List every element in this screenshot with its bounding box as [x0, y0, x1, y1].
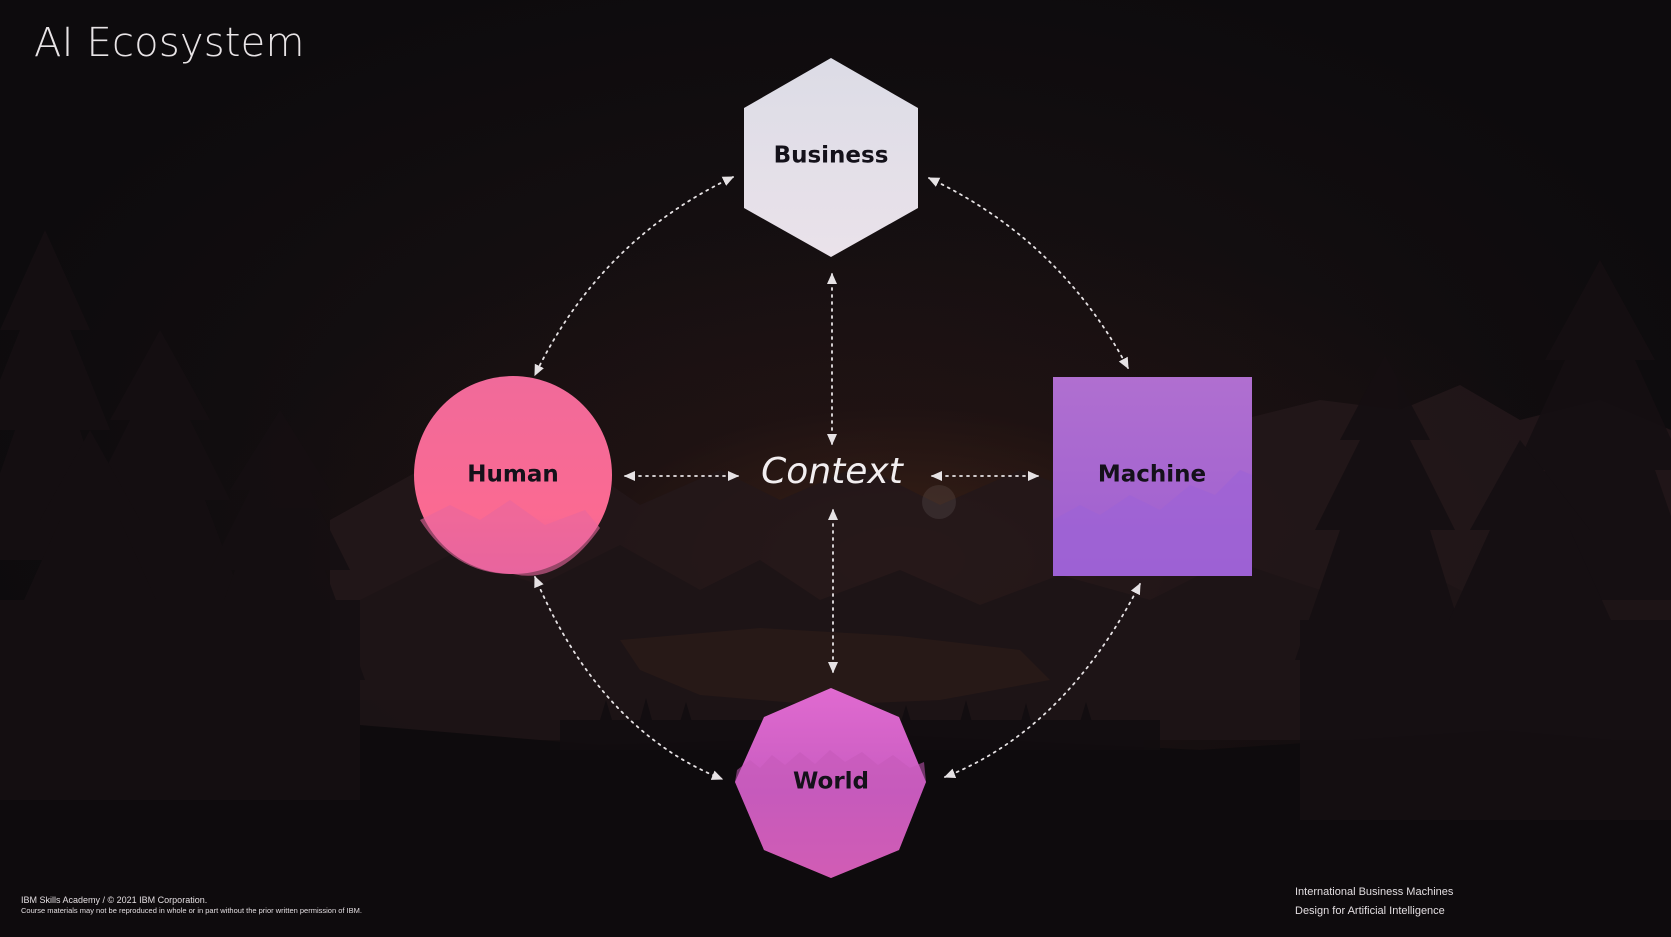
- context-label: Context: [761, 451, 905, 492]
- footer-copyright: IBM Skills Academy / © 2021 IBM Corporat…: [21, 895, 362, 916]
- node-business: Business: [744, 58, 918, 257]
- node-world: World: [735, 688, 926, 878]
- human-label: Human: [467, 462, 558, 488]
- connector-business-human: [534, 176, 735, 377]
- reproduction-notice: Course materials may not be reproduced i…: [21, 906, 362, 915]
- connector-machine-world: [943, 582, 1141, 779]
- course-name: Design for Artificial Intelligence: [1295, 905, 1445, 917]
- world-treeline-overlay: [735, 750, 926, 878]
- business-hexagon: [744, 58, 918, 257]
- node-human: Human: [414, 376, 612, 576]
- left-pine-trees: [0, 230, 365, 800]
- machine-mountain-overlay: [1053, 470, 1252, 576]
- machine-label: Machine: [1098, 462, 1206, 488]
- connector-human-world: [534, 575, 724, 780]
- footer-course-info: International Business Machines Design f…: [1295, 883, 1453, 921]
- right-pine-trees: [1295, 260, 1671, 820]
- decorative-dot: [922, 485, 956, 519]
- copyright-text: IBM Skills Academy / © 2021 IBM Corporat…: [21, 895, 208, 905]
- company-name: International Business Machines: [1295, 886, 1454, 898]
- node-machine: Machine: [1053, 377, 1252, 576]
- connectors: [534, 176, 1141, 780]
- human-mountain-overlay: [420, 500, 600, 576]
- business-label: Business: [774, 143, 889, 169]
- connector-business-machine: [927, 177, 1129, 370]
- slide-title: AI Ecosystem: [34, 20, 305, 66]
- world-label: World: [793, 769, 869, 795]
